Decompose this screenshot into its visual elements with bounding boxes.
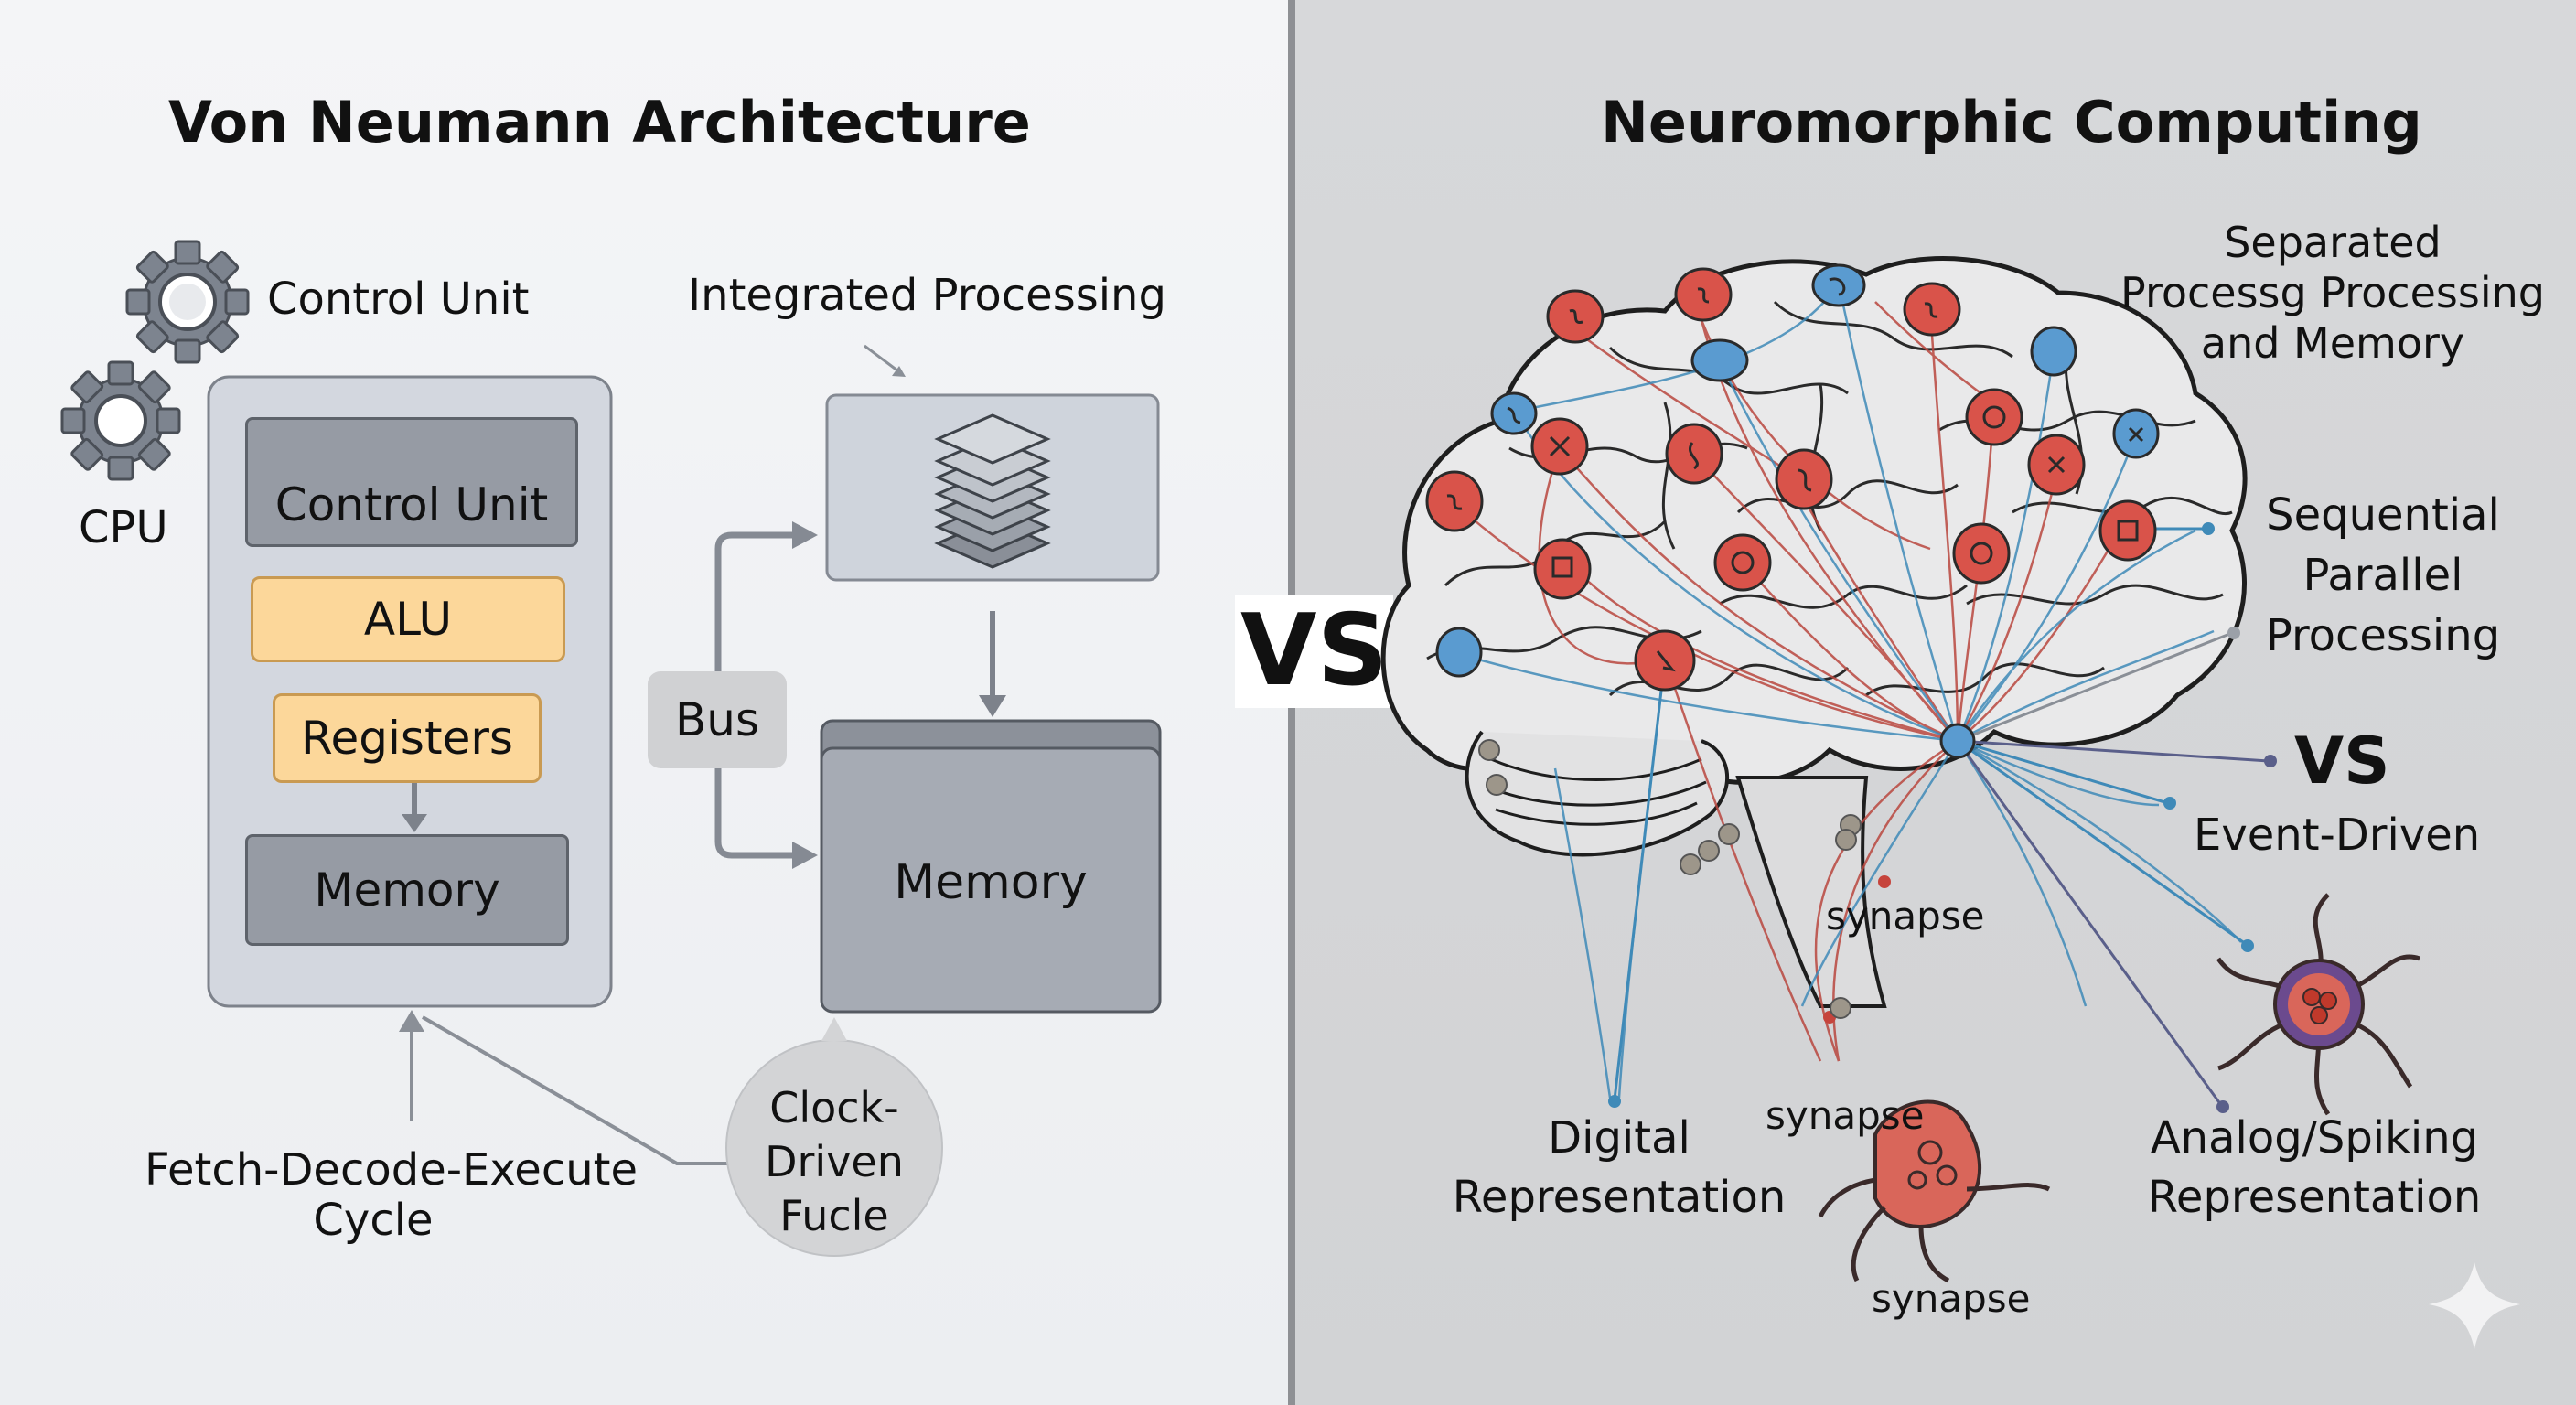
sparkle-icon bbox=[2429, 1262, 2520, 1349]
separated-line2: Processg Processing bbox=[2120, 268, 2545, 318]
clock-line3: Fucle bbox=[779, 1190, 889, 1240]
clock-line2: Driven bbox=[765, 1136, 904, 1186]
digital-line1: Digital bbox=[1548, 1112, 1690, 1164]
sequential-line2: Parallel bbox=[2302, 550, 2463, 602]
synapse-label-2: synapse bbox=[1766, 1093, 1925, 1138]
control-unit-block: Control Unit bbox=[245, 417, 578, 547]
sequential-line1: Sequential bbox=[2266, 489, 2500, 541]
red-neuron-cell bbox=[1818, 1099, 2051, 1283]
von-neumann-title: Von Neumann Architecture bbox=[168, 89, 1031, 156]
synapse-label-3: synapse bbox=[1872, 1276, 2031, 1321]
alu-block: ALU bbox=[251, 576, 565, 662]
analog-line1: Analog/Spiking bbox=[2150, 1112, 2479, 1164]
memory-label: Memory bbox=[894, 855, 1088, 910]
neuromorphic-title: Neuromorphic Computing bbox=[1601, 89, 2422, 156]
sequential-parallel-label: Sequential Parallel Processing bbox=[2232, 485, 2534, 667]
digital-representation-label: Digital Representation bbox=[1427, 1109, 1811, 1228]
separated-processing-label: Separated Processg Processing and Memory bbox=[2067, 218, 2576, 370]
separated-line1: Separated bbox=[2224, 218, 2442, 267]
red-neuron-group bbox=[1425, 267, 2157, 692]
integrated-processing-label: Integrated Processing bbox=[688, 270, 1166, 321]
analog-spiking-label: Analog/Spiking Representation bbox=[2113, 1109, 2516, 1228]
vs-small-label: VS bbox=[2294, 724, 2390, 799]
clock-line1: Clock- bbox=[769, 1083, 899, 1132]
gear-icon bbox=[60, 360, 181, 481]
synapse-label-1: synapse bbox=[1826, 894, 1985, 938]
event-driven-label: Event-Driven bbox=[2194, 810, 2481, 861]
clock-driven-label: Clock- Driven Fucle bbox=[734, 1081, 935, 1243]
fetch-cycle-line2: Cycle bbox=[313, 1195, 434, 1247]
cpu-label: CPU bbox=[79, 502, 168, 553]
stack-layers-icon bbox=[934, 413, 1051, 569]
vs-center-label: VS bbox=[1235, 594, 1394, 709]
gear-icon bbox=[125, 240, 250, 364]
cerebellum bbox=[1465, 730, 1729, 857]
fetch-cycle-label: Fetch-Decode-Execute Cycle bbox=[145, 1144, 638, 1247]
digital-line2: Representation bbox=[1452, 1171, 1787, 1223]
sequential-line3: Processing bbox=[2265, 610, 2501, 662]
memory-block bbox=[820, 746, 1162, 1014]
control-unit-label: Control Unit bbox=[267, 273, 530, 325]
analog-line2: Representation bbox=[2147, 1171, 2482, 1223]
bus-label: Bus bbox=[648, 671, 787, 768]
cpu-memory-block: Memory bbox=[245, 834, 569, 946]
registers-block: Registers bbox=[273, 693, 542, 783]
separated-line3: and Memory bbox=[2200, 318, 2465, 369]
spiking-neuron-icon bbox=[2216, 893, 2420, 1116]
fetch-cycle-line1: Fetch-Decode-Execute bbox=[145, 1144, 638, 1196]
